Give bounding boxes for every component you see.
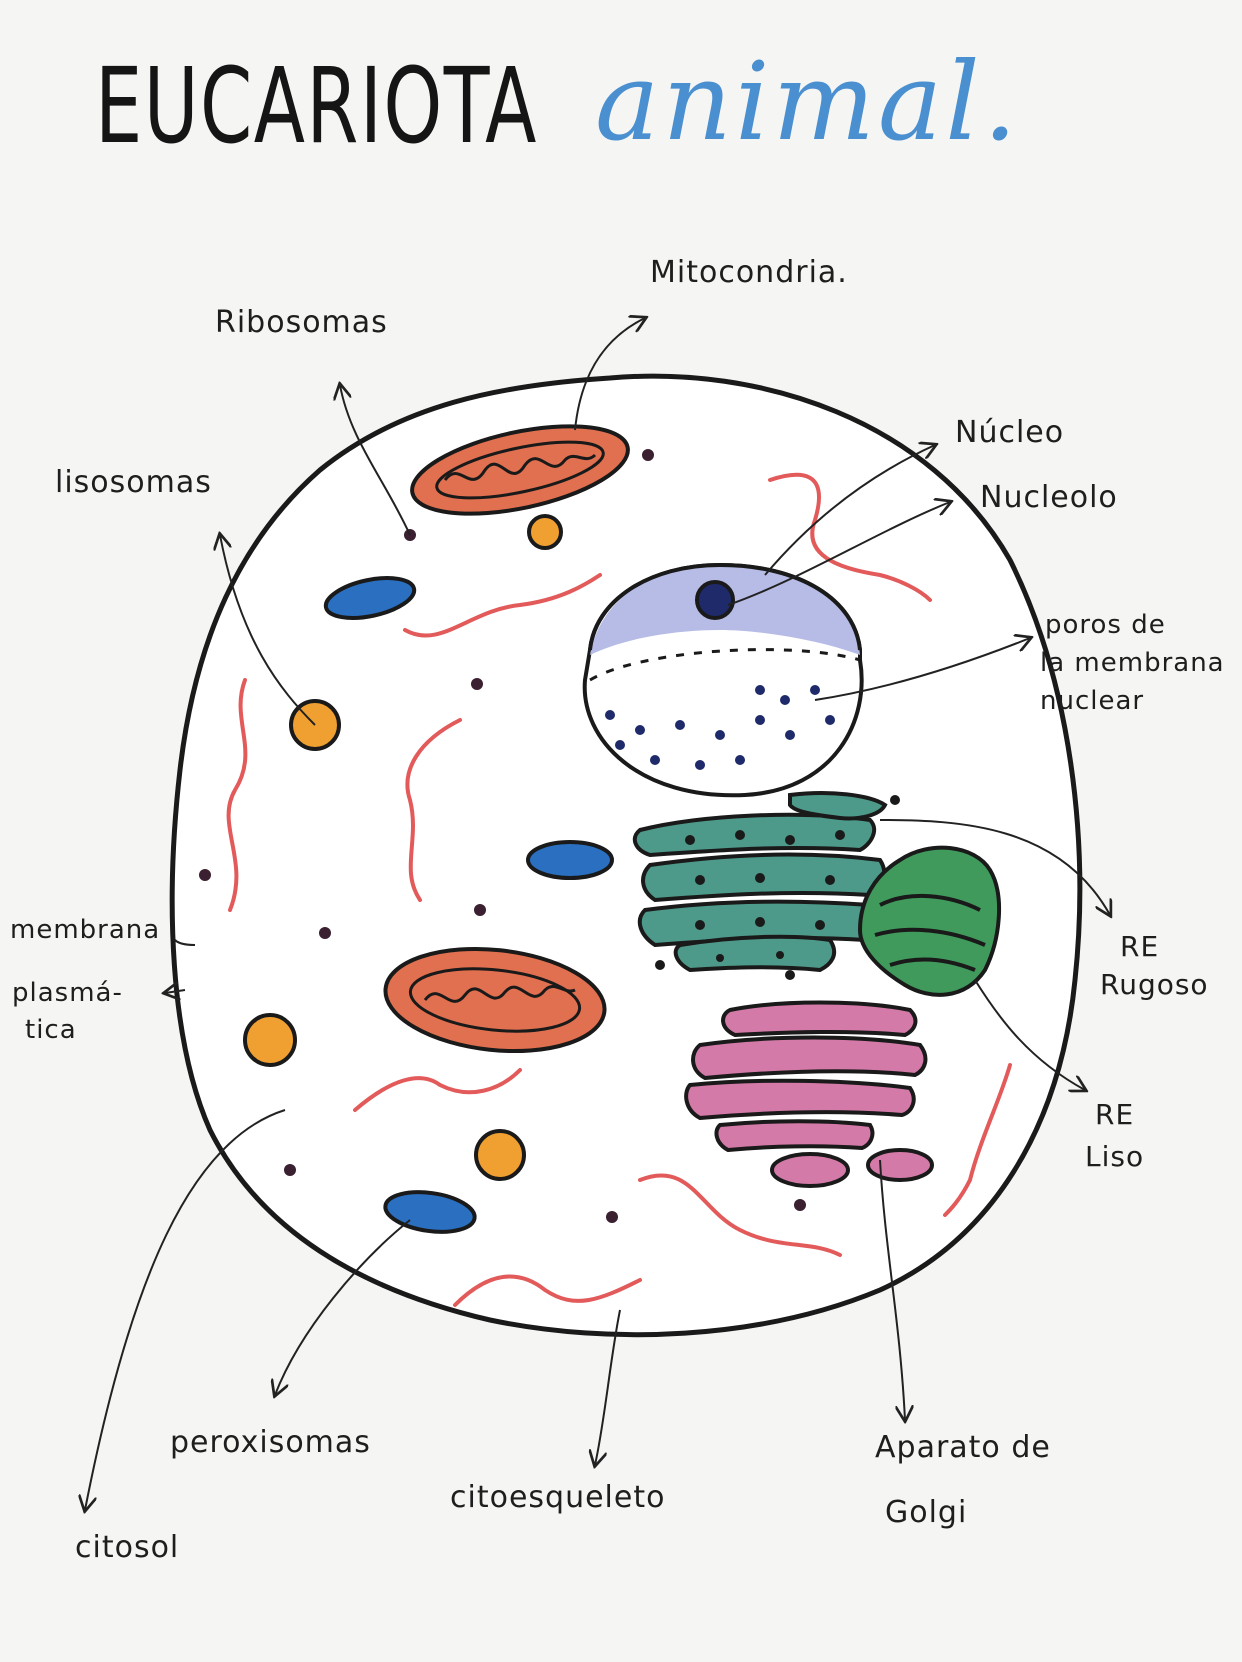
title-main: EUCARIOTA [95, 45, 538, 167]
label-mitocondria: Mitocondria. [650, 255, 848, 290]
leader-lines [85, 318, 1110, 1510]
smooth-er [857, 845, 1001, 997]
lysosomes [243, 514, 563, 1181]
label-membrana-3: tica [25, 1015, 77, 1045]
label-poros-1: poros de [1045, 610, 1166, 640]
label-nucleo: Núcleo [955, 415, 1065, 450]
golgi-apparatus [684, 1000, 934, 1188]
label-golgi-2: Golgi [885, 1495, 968, 1530]
label-nucleolo: Nucleolo [980, 480, 1118, 515]
title-sub: animal. [595, 40, 1021, 165]
peroxisomes [323, 576, 614, 1234]
label-golgi-1: Aparato de [875, 1430, 1051, 1465]
label-peroxisomas: peroxisomas [170, 1425, 371, 1460]
label-poros-2: la membrana [1040, 648, 1225, 678]
label-re-rugoso-1: RE [1120, 930, 1160, 963]
nucleus [582, 562, 864, 798]
label-re-rugoso-2: Rugoso [1100, 968, 1209, 1001]
label-membrana-2: plasmá- [12, 978, 123, 1008]
cytoskeleton [226, 472, 1012, 1307]
mitochondrion-bottom [383, 946, 607, 1054]
label-citoesqueleto: citoesqueleto [450, 1480, 666, 1515]
ribosomes [199, 449, 806, 1223]
rough-er [632, 791, 900, 980]
label-re-liso-1: RE [1095, 1098, 1135, 1131]
label-citosol: citosol [75, 1530, 180, 1565]
label-membrana-1: membrana [10, 915, 161, 945]
label-lisosomas: lisosomas [55, 465, 212, 500]
mitochondrion-top [410, 424, 630, 516]
label-re-liso-2: Liso [1085, 1140, 1145, 1173]
label-ribosomas: Ribosomas [215, 305, 388, 340]
label-poros-3: nuclear [1040, 686, 1145, 716]
